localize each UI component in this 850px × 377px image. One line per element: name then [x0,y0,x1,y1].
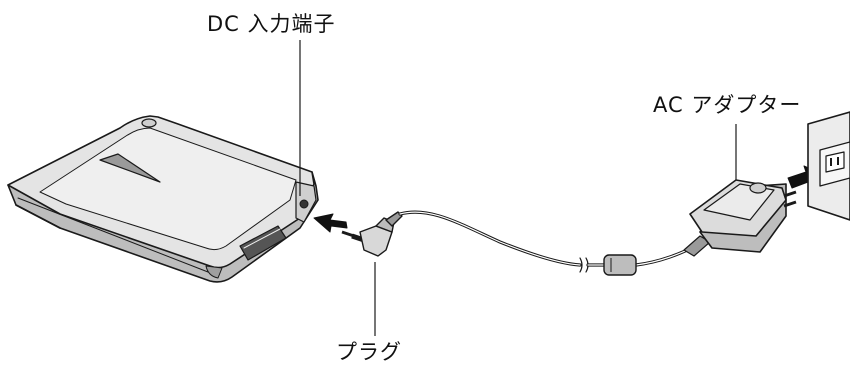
wall-outlet [807,111,850,221]
ferrite-core [603,254,637,276]
dc-input-jack [299,199,309,209]
plug [341,211,403,257]
outlet-socket [825,151,845,173]
device [7,115,319,283]
device-front-port [239,225,287,261]
label-plug: プラグ [336,340,402,364]
ac-adapter [683,179,797,257]
label-ac-adapter: AC アダプター [653,93,802,117]
device-logo-mark [99,153,161,183]
device-button [141,118,157,128]
leader-lines [299,40,737,336]
cable [398,210,702,273]
label-dc-input: DC 入力端子 [207,12,336,36]
arrow-to-dc-jack [313,213,348,233]
